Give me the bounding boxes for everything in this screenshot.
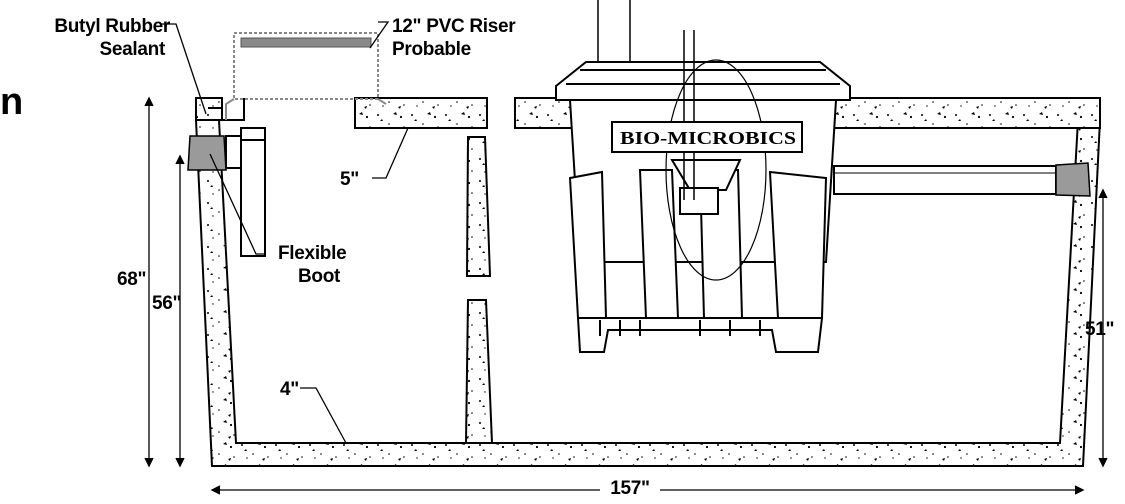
lid-middle: [354, 97, 488, 129]
treatment-unit: [555, 0, 851, 353]
label-height-51: 51": [1085, 319, 1115, 340]
label-cut-off-letter: n: [0, 81, 23, 123]
leader-butyl: [160, 23, 207, 115]
label-sealant: Sealant: [99, 39, 166, 60]
tank-shell: [194, 97, 1102, 467]
inlet-boot: [187, 135, 227, 171]
unit-lid: [555, 61, 851, 101]
label-floor-thickness: 4": [280, 379, 299, 400]
inlet-pipe: [225, 127, 266, 257]
label-flexible: Flexible: [278, 243, 347, 264]
lid-right-b: [821, 97, 1101, 129]
label-butyl-rubber: Butyl Rubber: [54, 16, 170, 37]
label-height-56: 56": [152, 293, 182, 314]
baffle-lower: [464, 299, 494, 444]
label-height-68: 68": [117, 269, 147, 290]
baffle-upper: [465, 136, 492, 277]
leader-floor-4: [300, 387, 347, 444]
leader-riser: [369, 21, 390, 49]
pvc-riser: [225, 32, 387, 120]
unit-logo: BIO-MICROBICS: [620, 128, 796, 148]
outlet-pipe: [833, 162, 1091, 197]
leader-lid-5: [372, 127, 409, 179]
dimension-lines: [144, 21, 1108, 495]
riser-collar-left: [208, 98, 245, 121]
label-probable: Probable: [392, 39, 471, 60]
label-length-157: 157": [600, 479, 660, 499]
leader-boot: [209, 153, 266, 255]
label-boot: Boot: [298, 266, 341, 287]
label-pvc-riser: 12" PVC Riser: [392, 16, 516, 37]
baffle-wall: [464, 136, 494, 444]
label-lid-thickness: 5": [340, 169, 359, 190]
